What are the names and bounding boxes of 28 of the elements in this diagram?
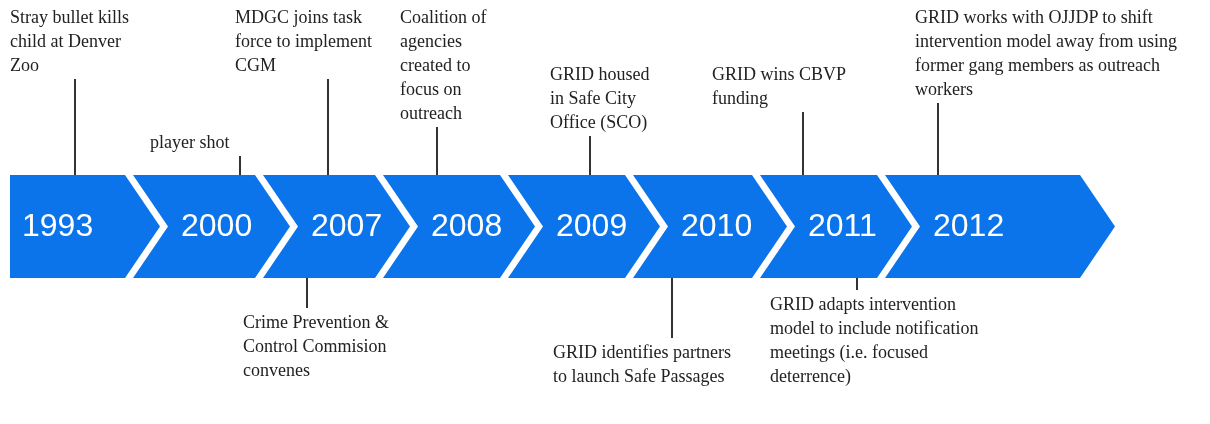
year-label: 2007: [311, 207, 383, 244]
leader-line: [937, 102, 939, 176]
annotation-text: MDGC joins task force to implement CGM: [235, 5, 385, 77]
year-label: 2010: [681, 207, 753, 244]
year-label: 2009: [556, 207, 628, 244]
annotation-text: Crime Prevention & Control Commision convenes: [243, 310, 443, 382]
leader-line: [671, 277, 673, 339]
year-label: 2000: [181, 207, 253, 244]
leader-line: [327, 78, 329, 176]
leader-line: [239, 155, 241, 176]
leader-line: [802, 111, 804, 176]
annotation-text: Coalition of agencies created to focus on outreach: [400, 5, 505, 125]
annotation-text: GRID identifies partners to launch Safe Passages: [553, 340, 738, 388]
year-label: 1993: [22, 207, 94, 244]
leader-line: [306, 277, 308, 309]
leader-line: [436, 126, 438, 176]
leader-line: [856, 277, 858, 291]
annotation-text: Stray bullet kills child at Denver Zoo: [10, 5, 140, 77]
leader-line: [74, 78, 76, 176]
year-label: 2011: [808, 207, 877, 244]
annotation-text: GRID wins CBVP funding: [712, 62, 862, 110]
annotation-text: GRID works with OJJDP to shift intervention model away from using former gang members as outreach workers: [915, 5, 1207, 101]
leader-line: [589, 135, 591, 176]
annotation-text: GRID housed in Safe City Office (SCO): [550, 62, 662, 134]
year-label: 2008: [431, 207, 503, 244]
annotation-text: GRID adapts intervention model to include notification meetings (i.e. focused deterrence): [770, 292, 985, 388]
annotation-text: player shot: [150, 130, 270, 154]
year-label: 2012: [933, 207, 1005, 244]
